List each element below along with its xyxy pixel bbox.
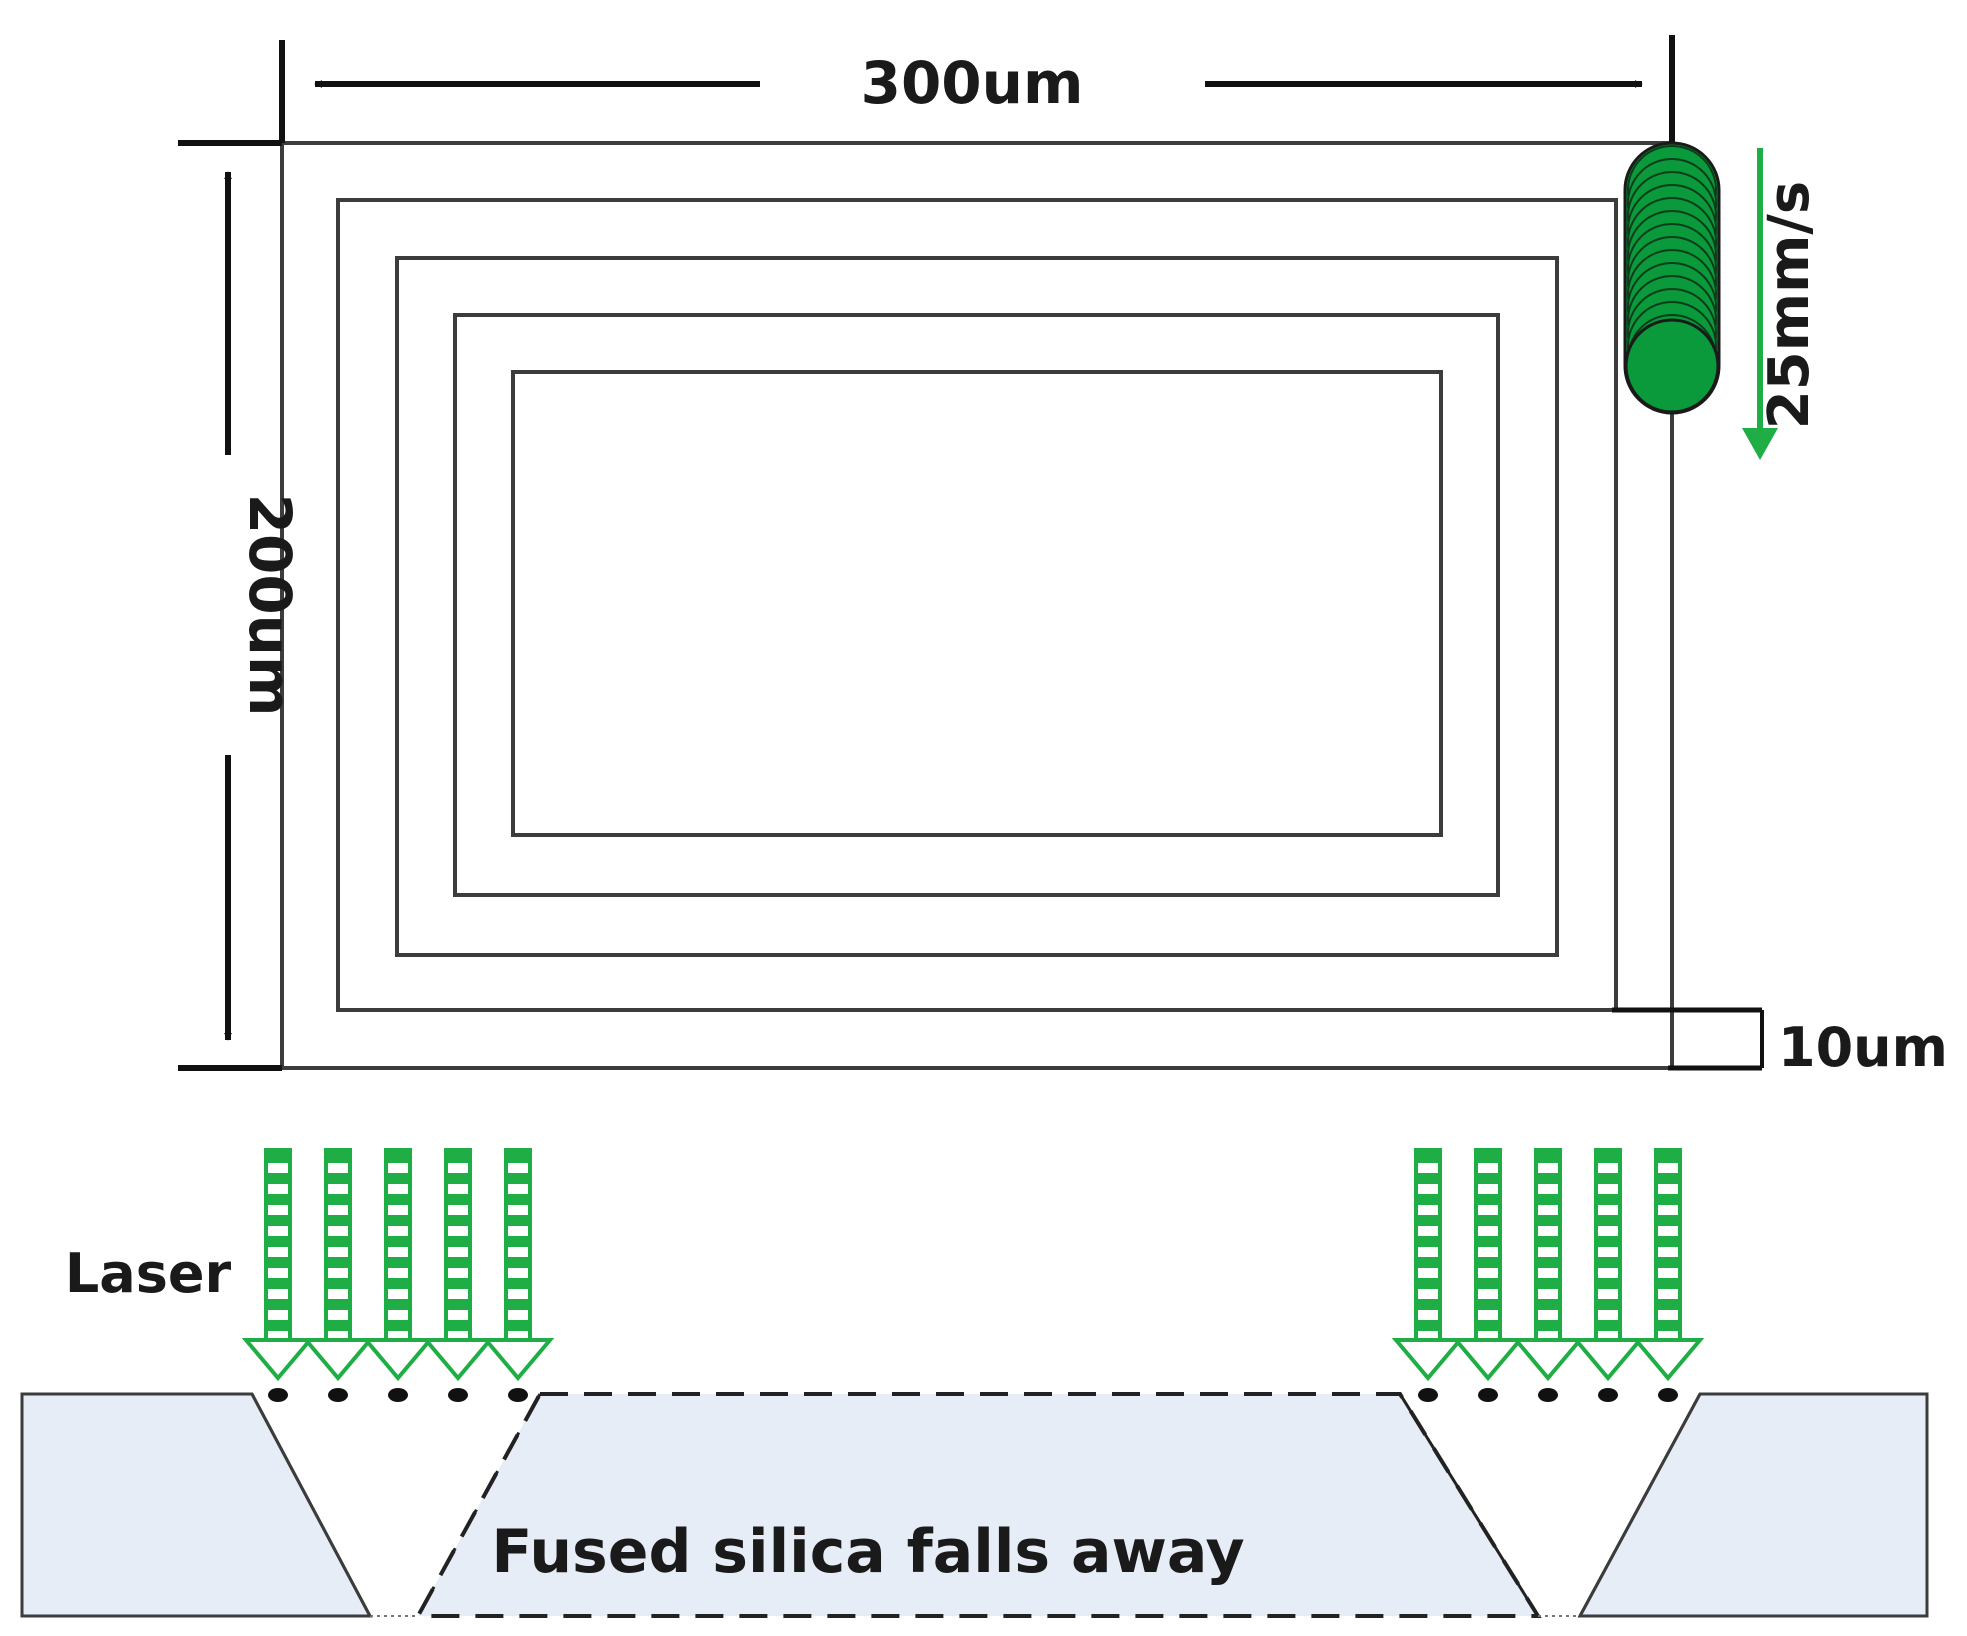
- speed-arrow-head: [1742, 428, 1778, 460]
- speed-label: 25mm/s: [1757, 181, 1822, 429]
- height-label: 200um: [236, 494, 304, 717]
- cut-flank: [1578, 1393, 1702, 1617]
- laser-beams-left: [241, 1148, 555, 1382]
- laser-arrow-icon: [1391, 1148, 1465, 1382]
- speed-indicator: 25mm/s: [1742, 148, 1822, 460]
- scan-path: [280, 141, 1674, 1070]
- laser-arrow-icon: [1571, 1148, 1645, 1382]
- glass-left: [20, 1392, 373, 1618]
- laser-beams-right: [1391, 1148, 1705, 1382]
- laser-label: Laser: [65, 1242, 232, 1305]
- focal-point: [328, 1388, 348, 1402]
- beam-spot-current: [1624, 318, 1720, 414]
- laser-arrow-icon: [1511, 1148, 1585, 1382]
- laser-arrow-icon: [241, 1148, 315, 1382]
- laser-arrow-icon: [1631, 1148, 1705, 1382]
- laser-arrow-icon: [481, 1148, 555, 1382]
- laser-arrow-icon: [1451, 1148, 1525, 1382]
- focal-point: [388, 1388, 408, 1402]
- focal-point: [508, 1388, 528, 1402]
- spacing-dimension: 10um: [1612, 1007, 1948, 1079]
- focal-point: [448, 1388, 468, 1402]
- scan-rect-4: [453, 313, 1500, 897]
- scan-rect-2: [336, 198, 1618, 1012]
- scan-rect-3: [395, 256, 1559, 957]
- laser-arrow-icon: [361, 1148, 435, 1382]
- outer-cut-rect: [280, 141, 1674, 1070]
- laser-arrow-icon: [301, 1148, 375, 1382]
- focal-point: [1478, 1388, 1498, 1402]
- focal-point: [1538, 1388, 1558, 1402]
- height-dimension: 200um: [178, 140, 304, 1071]
- focal-point: [1658, 1388, 1678, 1402]
- laser-arrow-icon: [421, 1148, 495, 1382]
- focal-points: [268, 1388, 1678, 1402]
- falls-away-label: Fused silica falls away: [491, 1517, 1244, 1587]
- beam-spot-stack: [1623, 141, 1721, 415]
- glass-right: [1577, 1392, 1929, 1618]
- focal-point: [268, 1388, 288, 1402]
- spacing-label: 10um: [1778, 1016, 1948, 1079]
- scan-rect-5: [511, 370, 1443, 837]
- cross-section: Fused silica falls away: [20, 1392, 1929, 1618]
- focal-point: [1418, 1388, 1438, 1402]
- width-dimension: 300um: [279, 35, 1675, 143]
- cut-flank: [250, 1393, 372, 1617]
- focal-point: [1598, 1388, 1618, 1402]
- width-label: 300um: [861, 49, 1084, 117]
